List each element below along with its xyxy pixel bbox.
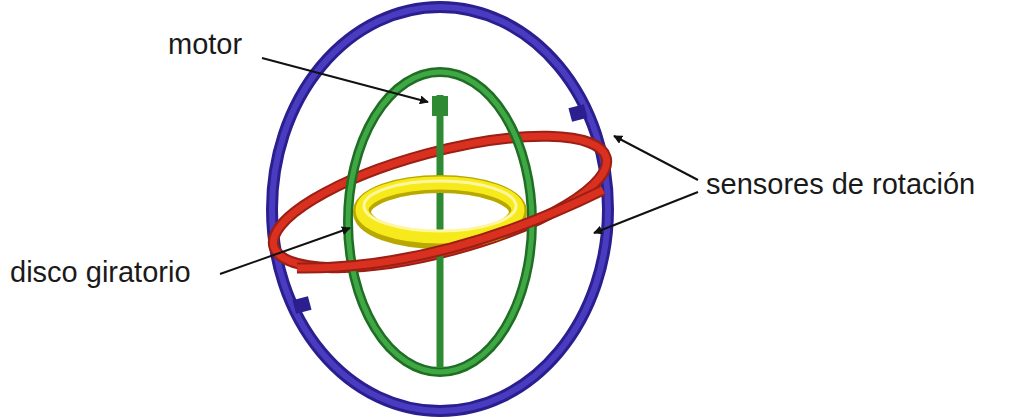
- outer-gimbal-highlight: [272, 7, 608, 411]
- leader-line: [594, 192, 698, 233]
- middle-gimbal-front: [297, 190, 603, 268]
- part-label: motor: [168, 28, 242, 61]
- middle-gimbal-front-highlight: [297, 190, 603, 268]
- sensor-pivot: [292, 296, 311, 314]
- leader-line: [220, 228, 350, 274]
- part-label: disco giratorio: [10, 256, 191, 289]
- sensor-pivot: [568, 104, 587, 122]
- inner-gimbal: [348, 72, 532, 372]
- outer-gimbal: [272, 7, 608, 411]
- spinning-disc-shine: [364, 181, 516, 231]
- motor-block: [432, 96, 448, 116]
- inner-gimbal-highlight: [348, 72, 532, 372]
- leader-line: [614, 136, 698, 180]
- part-label: sensores de rotación: [706, 168, 975, 201]
- leader-line: [262, 58, 428, 102]
- spinning-disc-highlight: [362, 183, 518, 237]
